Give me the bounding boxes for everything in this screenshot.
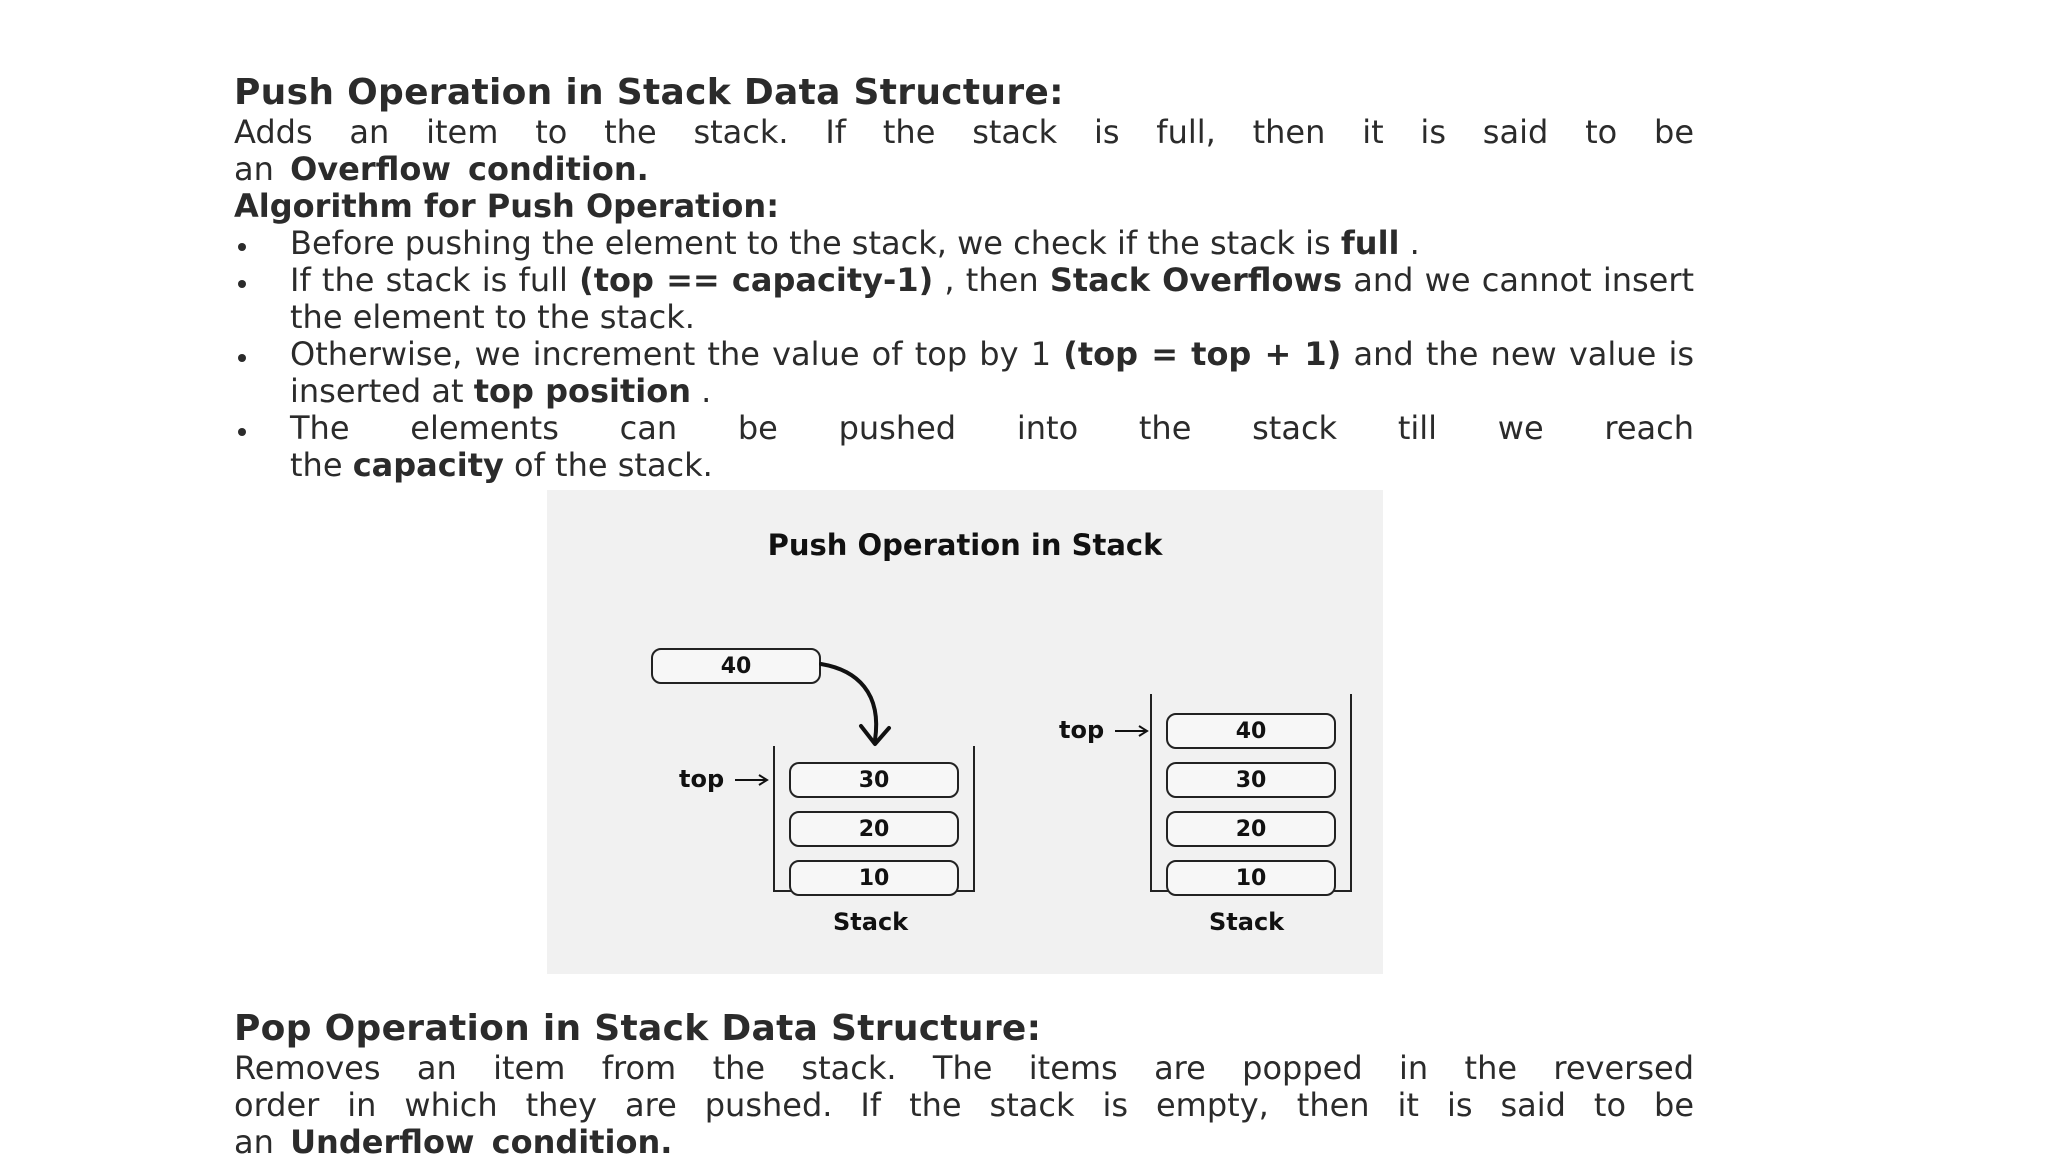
pop-heading: Pop Operation in Stack Data Structure: (234, 1008, 1042, 1049)
bullet-icon (238, 354, 246, 362)
list-item: If the stack is full (top == capacity-1)… (234, 262, 1694, 336)
overflow-condition-text: Overflow condition. (290, 150, 649, 188)
right-top-arrow-icon (1115, 725, 1149, 737)
push-section: Push Operation in Stack Data Structure: … (234, 72, 1694, 484)
underflow-condition-text: Underflow condition. (290, 1123, 673, 1161)
right-stack-item: 10 (1166, 860, 1336, 896)
left-stack-item: 10 (789, 860, 959, 896)
algorithm-heading: Algorithm for Push Operation: (234, 187, 779, 225)
push-intro-line1: Adds an item to the stack. If the stack … (234, 113, 1694, 151)
push-arrow-icon (819, 662, 891, 746)
left-top-arrow-icon (735, 774, 769, 786)
push-operation-diagram: Push Operation in Stack 40 30 20 10 top … (547, 490, 1383, 974)
right-stack-item: 30 (1166, 762, 1336, 798)
pop-section: Pop Operation in Stack Data Structure: R… (234, 1008, 1694, 1161)
right-stack-item: 40 (1166, 713, 1336, 749)
push-intro: Adds an item to the stack. If the stack … (234, 114, 1694, 188)
right-stack-item: 20 (1166, 811, 1336, 847)
list-item: The elements can be pushed into the stac… (234, 410, 1694, 484)
bullet-icon (238, 428, 246, 436)
left-stack-item: 30 (789, 762, 959, 798)
right-top-label: top (1059, 716, 1105, 744)
bullet-icon (238, 243, 246, 251)
left-top-label: top (679, 765, 725, 793)
left-stack-item: 20 (789, 811, 959, 847)
right-stack-caption: Stack (1209, 908, 1285, 936)
diagram-title: Push Operation in Stack (767, 528, 1163, 562)
algorithm-list: Before pushing the element to the stack,… (234, 225, 1694, 484)
bullet-icon (238, 280, 246, 288)
push-intro-pre: an (234, 150, 291, 188)
list-item: Otherwise, we increment the value of top… (234, 336, 1694, 410)
left-stack-caption: Stack (833, 908, 909, 936)
list-item: Before pushing the element to the stack,… (234, 225, 1694, 262)
push-heading: Push Operation in Stack Data Structure: (234, 72, 1064, 113)
incoming-element-box: 40 (651, 648, 821, 684)
pop-description: Removes an item from the stack. The item… (234, 1049, 1694, 1161)
